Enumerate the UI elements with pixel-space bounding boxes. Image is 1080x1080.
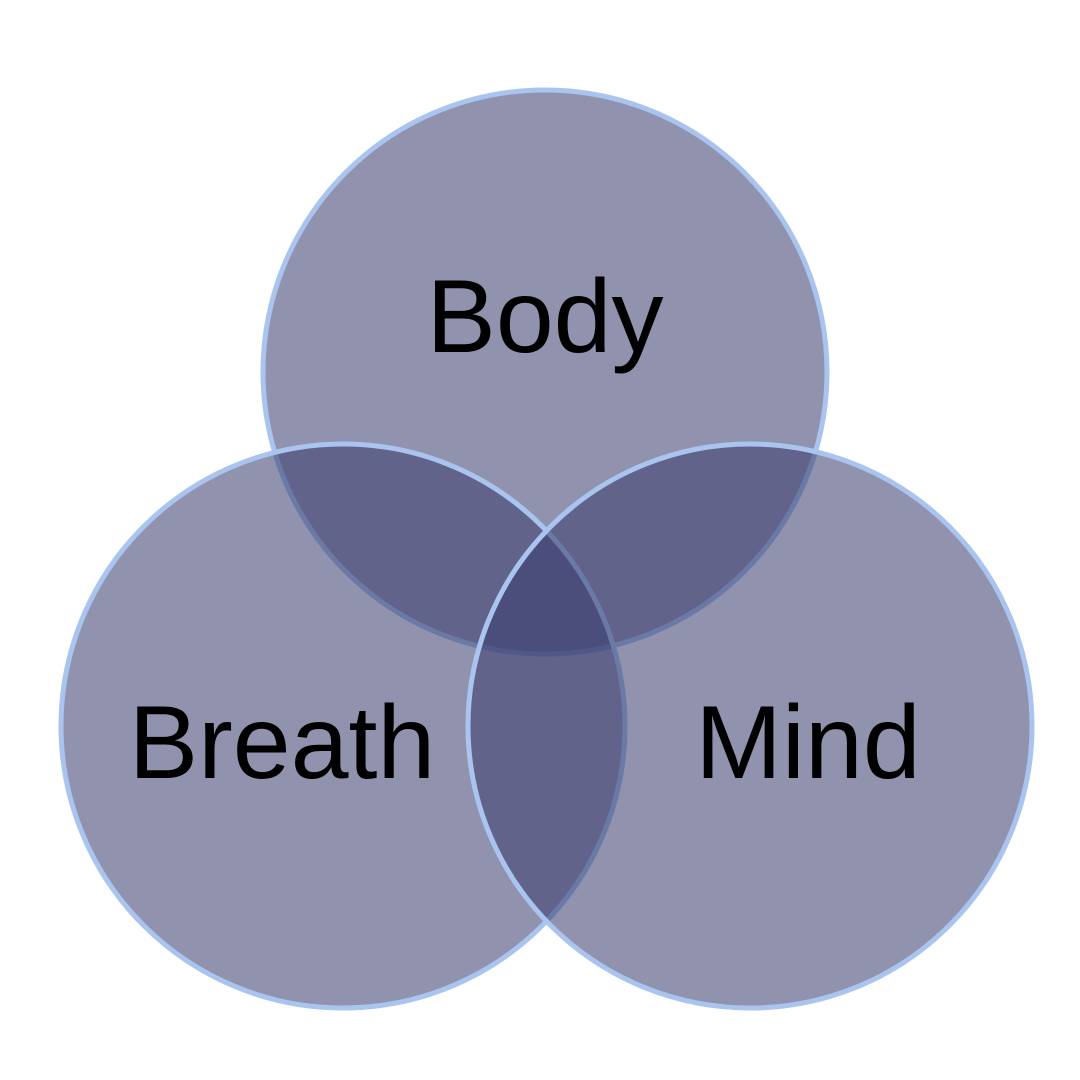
label-breath: Breath xyxy=(129,685,435,801)
label-body: Body xyxy=(426,259,663,375)
circle-mind xyxy=(465,441,1035,1011)
label-mind: Mind xyxy=(695,685,920,801)
